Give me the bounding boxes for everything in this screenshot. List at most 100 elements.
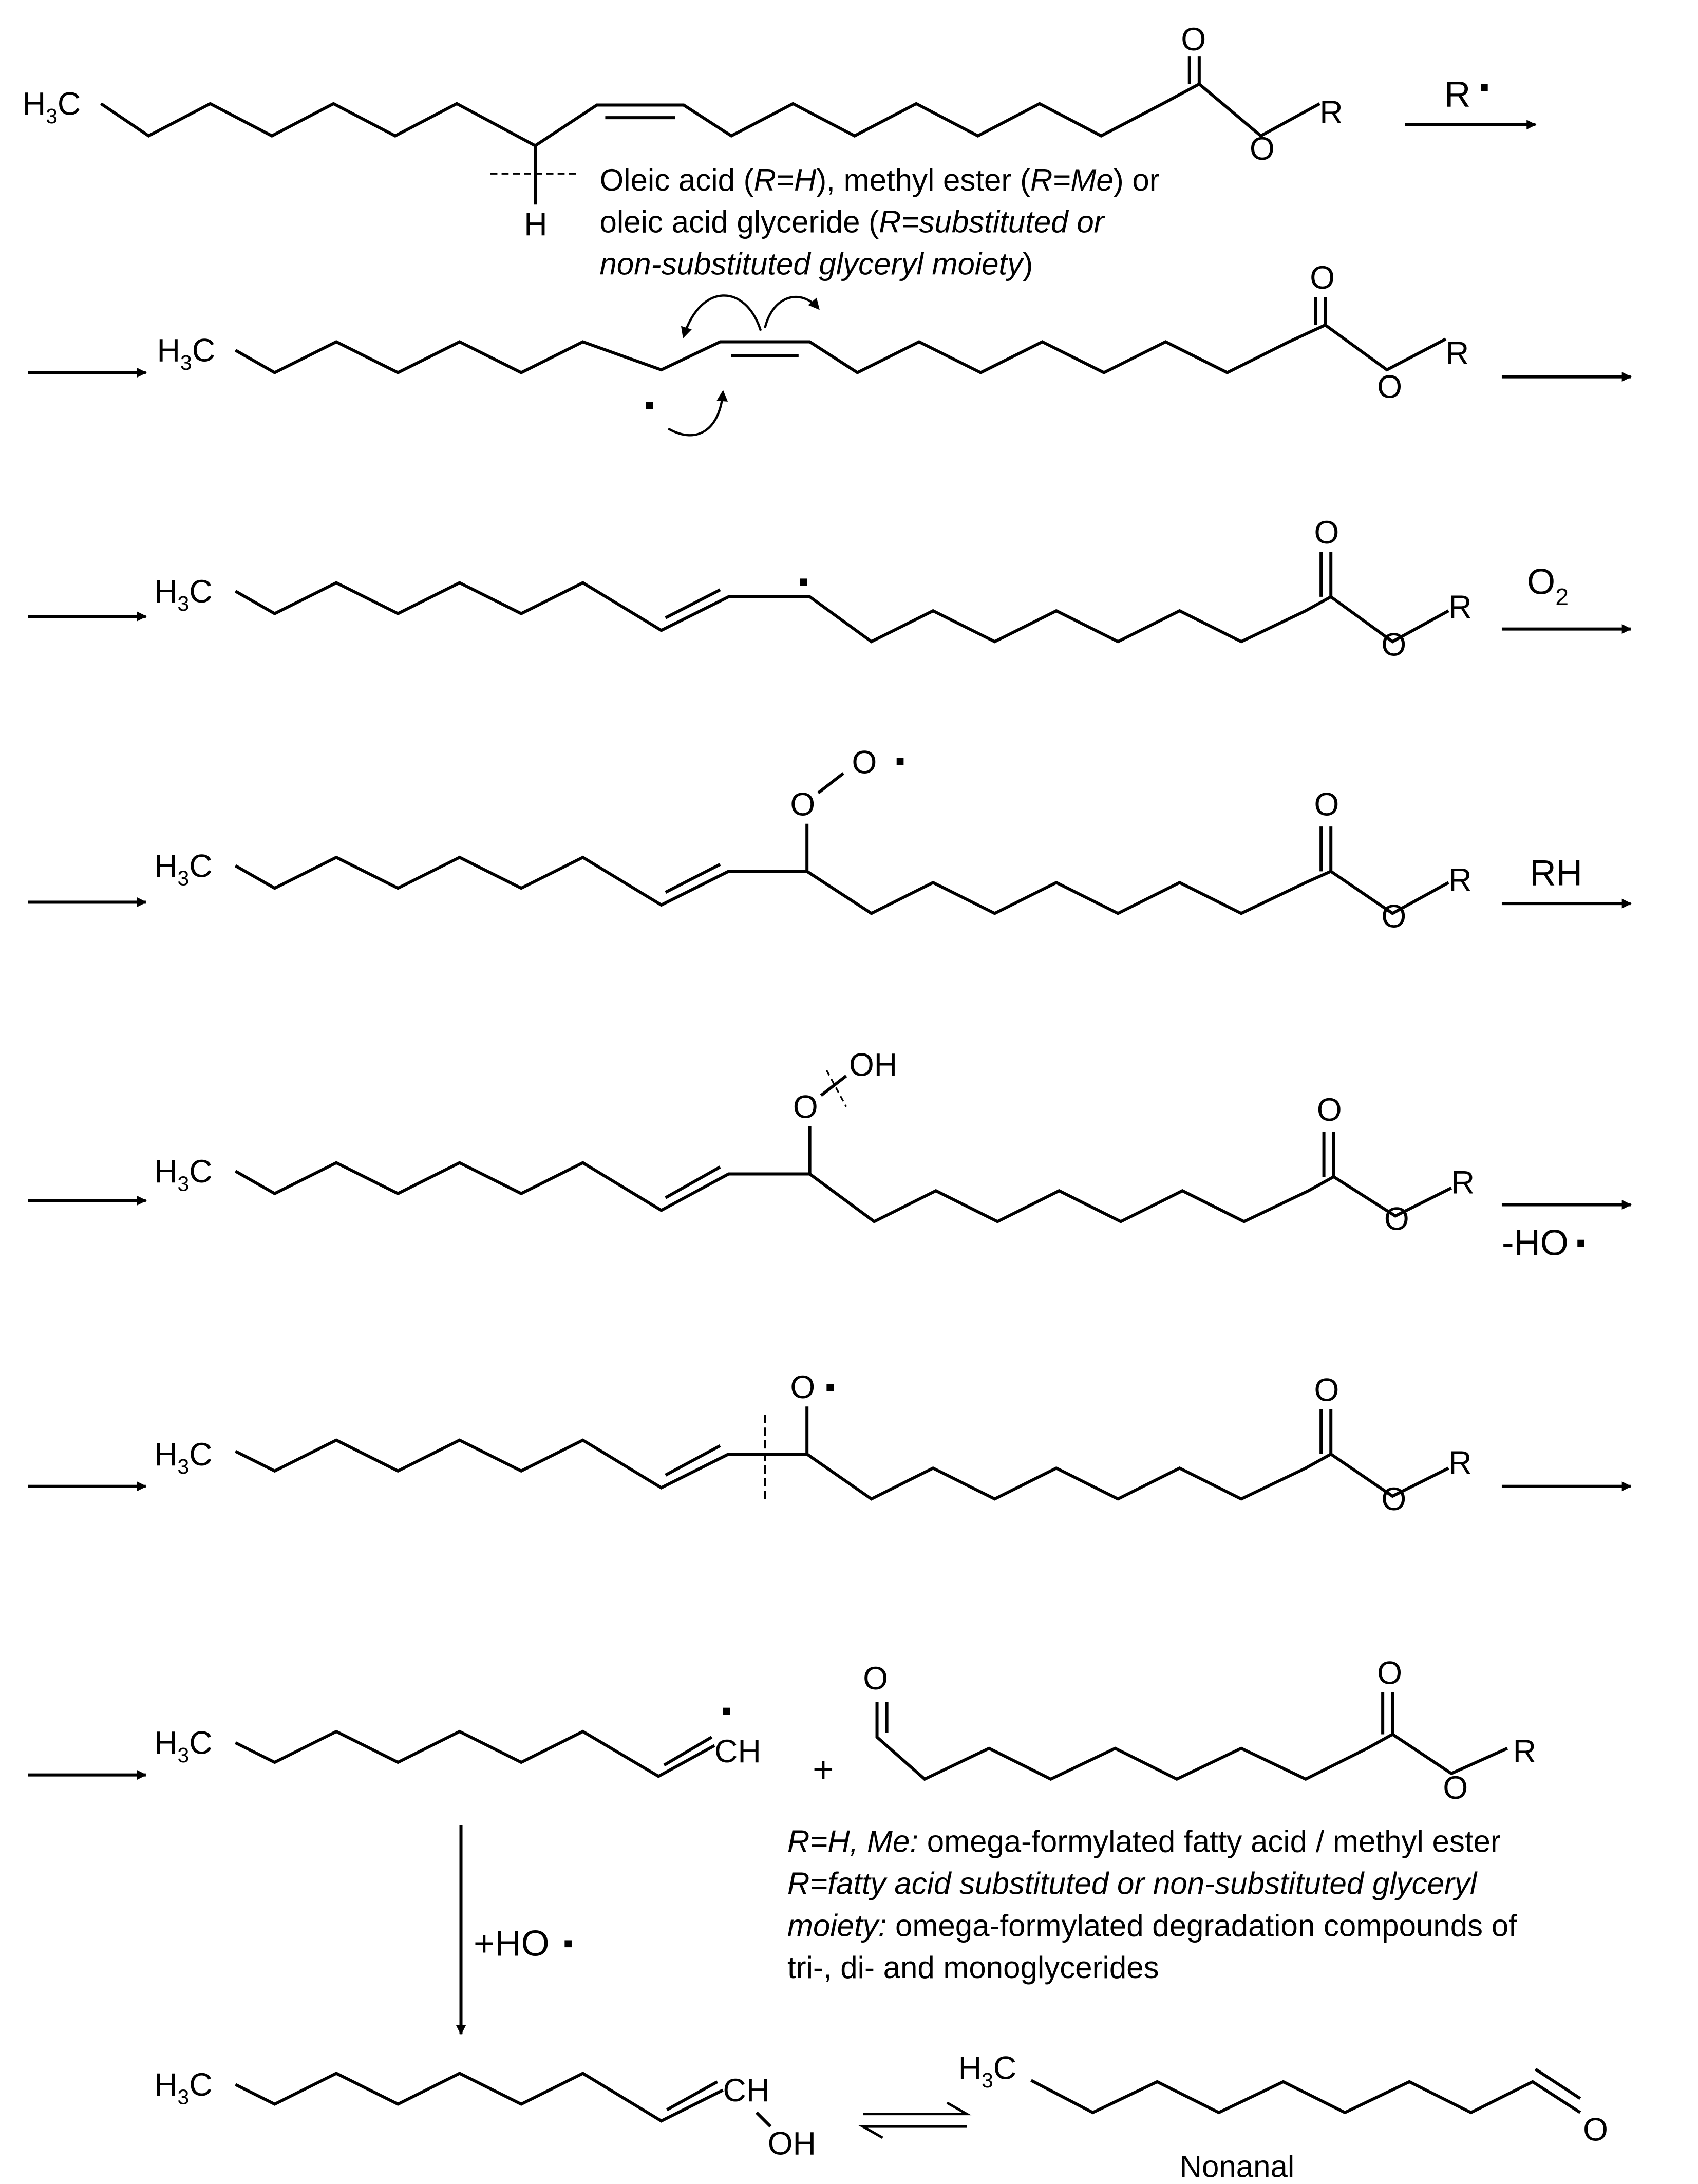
cap7--segment: tri-, di- and monoglycerides (787, 1950, 1159, 1985)
step3-structure (234, 552, 1449, 644)
step7-ch-label: CH (714, 1734, 761, 1769)
step4-peroxy-o1: O (790, 786, 815, 822)
step8-nonanal-o: O (1583, 2112, 1608, 2148)
step6-o-carbonyl: O (1314, 1372, 1339, 1408)
step7-vinyl-radical-dot (723, 1707, 730, 1715)
step2-h3c-label: H3C (157, 333, 215, 374)
step7-vinyl-double-bond (663, 1736, 713, 1767)
step8-enol-h3c-label: H3C (154, 2067, 212, 2108)
step7-caption-line-3: moiety: omega-formylated degradation com… (787, 1908, 1517, 1943)
step1-o-ester: O (1250, 131, 1275, 167)
step2-radical-dot (646, 402, 653, 409)
step5-hydroperoxy-o: O (793, 1089, 818, 1125)
cap1--segment: R=substituted or (879, 205, 1105, 239)
step7-vinyl-radical (235, 1729, 715, 1778)
step1-h3c-h: H (23, 86, 46, 122)
step1-caption-line-2: oleic acid glyceride (R=substituted or (600, 205, 1105, 239)
step1-caption-line-1: Oleic acid (R=H), methyl ester (R=Me) or (600, 163, 1160, 197)
step4-chain (234, 855, 1449, 915)
cap1--segment: oleic acid glyceride ( (600, 205, 879, 239)
step8-ch-label: CH (723, 2073, 770, 2108)
step7-caption-line-4: tri-, di- and monoglycerides (787, 1950, 1159, 1985)
step7-formyl-chain (875, 1702, 1508, 1781)
step8-oh-label: OH (768, 2126, 816, 2162)
step7-caption-line-1: R=H, Me: omega-formylated fatty acid / m… (787, 1824, 1501, 1859)
step3-o-ester: O (1381, 627, 1406, 663)
step6-h3c-label: H3C (154, 1437, 212, 1478)
cap1--segment: Oleic acid ( (600, 163, 754, 197)
step6-trans-double-bond (665, 1444, 721, 1477)
step7-o-carbonyl: O (1377, 1655, 1402, 1691)
step5-hydroperoxy-oh: OH (849, 1047, 897, 1083)
cap7--segment: R=fatty acid substituted or non-substitu… (787, 1866, 1478, 1900)
step2-curved-arrow-right (764, 295, 820, 328)
step7-down-reagent-label: +HO (474, 1923, 550, 1964)
step1-caption-line-3: non-substituted glyceryl moiety) (600, 247, 1033, 281)
step8-nonanal-carbonyl (1534, 2067, 1581, 2100)
step3-radical-dot (800, 578, 807, 586)
step5-cleavage-mark (825, 1069, 847, 1107)
step1-h3c-c: C (58, 86, 81, 122)
step4-o-carbonyl: O (1314, 786, 1339, 822)
step8-nonanal-chain (1030, 2079, 1581, 2115)
cap1--segment: ) (1023, 247, 1033, 281)
equilibrium-reverse (858, 2125, 967, 2139)
step4-h3c-label: H3C (154, 848, 212, 890)
step5-chain (234, 1161, 1452, 1223)
step5-r-label: R (1451, 1165, 1475, 1201)
step5-o-ester: O (1384, 1201, 1409, 1237)
radical-dots (564, 84, 1584, 1948)
step4-peroxy-o2: O (852, 745, 877, 781)
step5-trans-double-bond (665, 1165, 721, 1199)
step5-structure (234, 1069, 1452, 1223)
step4-peroxy-radical-dot (896, 758, 904, 765)
step5-reagent-label: -HO (1502, 1223, 1569, 1264)
step8-enol-double-bond (666, 2080, 719, 2112)
cap1--segment: ) or (1114, 163, 1160, 197)
step7-caption-line-2: R=fatty acid substituted or non-substitu… (787, 1866, 1478, 1900)
step2-chain (234, 323, 1447, 374)
step6-alkoxy-o: O (790, 1369, 815, 1405)
step4-structure (234, 772, 1449, 915)
step1-caption: Oleic acid (R=H), methyl ester (R=Me) or… (600, 163, 1168, 281)
equilibrium-forward (863, 2101, 972, 2116)
step6-o-ester: O (1381, 1481, 1406, 1517)
cap1--segment: R=H (754, 163, 817, 197)
step4-o-ester: O (1381, 899, 1406, 935)
step6-structure (235, 1406, 1449, 1502)
step3-h3c-label: H3C (154, 574, 212, 615)
step8-equilibrium-arrows (858, 2101, 972, 2139)
cap7--segment: R=H, Me: (787, 1824, 918, 1859)
step4-o-o-bond (817, 772, 844, 795)
step3-chain (234, 581, 1449, 644)
step7-r-label: R (1513, 1734, 1536, 1769)
step1-reagent-label: R (1444, 74, 1470, 115)
step4-r-label: R (1448, 862, 1471, 898)
step2-r-label: R (1446, 335, 1469, 371)
step6-chain (235, 1438, 1449, 1501)
cap1--segment: non-substituted glyceryl moiety (600, 247, 1025, 281)
step1-h3c-label: H3C (23, 86, 81, 128)
step8-enol-chain (235, 2072, 724, 2123)
step7-aldehyde-o: O (863, 1661, 888, 1697)
step8-nonanal (1030, 2067, 1581, 2115)
step3-reagent-label: O2 (1527, 561, 1569, 610)
step4-trans-double-bond (665, 863, 721, 894)
step1-h-label: H (524, 206, 547, 242)
step2-curved-arrow-left (681, 294, 762, 338)
step8-c-oh-bond (755, 2111, 772, 2128)
step2-o-carbonyl: O (1310, 260, 1335, 296)
step6-alkoxy-radical-dot (826, 1384, 834, 1391)
step2-curved-arrow-bottom (668, 390, 728, 437)
step5-o-oh-bond (820, 1075, 847, 1097)
step8-nonanal-h3c-label: H3C (958, 2050, 1016, 2092)
step7-caption: R=H, Me: omega-formylated fatty acid / m… (787, 1824, 1525, 1985)
step6-r-label: R (1448, 1445, 1471, 1481)
step5-h3c-label: H3C (154, 1154, 212, 1195)
step5-hydroxyl-radical-dot (1577, 1239, 1584, 1247)
step1-h3c-sub: 3 (46, 104, 58, 128)
step7-vinyl-chain (235, 1729, 715, 1778)
step3-r-label: R (1448, 589, 1471, 625)
step7-h3c-label: H3C (154, 1725, 212, 1767)
step3-o-carbonyl: O (1314, 515, 1339, 551)
